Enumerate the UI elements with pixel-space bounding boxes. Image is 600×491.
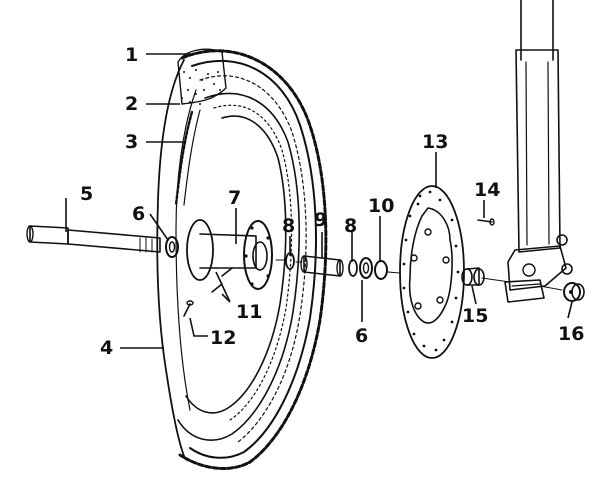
disc-bolt-14	[477, 218, 495, 226]
callout-2: 2	[125, 93, 138, 115]
callout-11: 11	[236, 301, 262, 323]
axle	[26, 225, 161, 253]
callout-1: 1	[125, 44, 138, 66]
fork-leg	[504, 0, 573, 303]
screw-12	[183, 300, 194, 317]
tyre-stipple	[181, 69, 221, 105]
callout-10: 10	[368, 195, 394, 217]
callout-8-left: 8	[282, 215, 295, 237]
callout-15: 15	[462, 305, 488, 327]
callout-3: 3	[125, 131, 138, 153]
callout-5: 5	[80, 183, 93, 205]
axle-nut-16	[563, 282, 585, 302]
washer-8b	[348, 259, 358, 277]
leader-lines	[65, 53, 573, 349]
brake-disc	[399, 185, 465, 359]
callout-4: 4	[100, 337, 113, 359]
callout-12: 12	[210, 327, 236, 349]
callout-9: 9	[314, 209, 327, 231]
circlip-10	[374, 260, 388, 280]
callout-14: 14	[474, 179, 500, 201]
wheel	[156, 48, 328, 470]
hub	[186, 219, 273, 293]
callout-7: 7	[228, 187, 241, 209]
seal-left	[165, 236, 179, 258]
callout-8-right: 8	[344, 215, 357, 237]
callout-16: 16	[558, 323, 584, 345]
callout-6-right: 6	[355, 325, 368, 347]
seal-right-6	[359, 257, 373, 279]
callout-13: 13	[422, 131, 448, 153]
disc-holes	[402, 190, 460, 352]
callout-6-left: 6	[132, 203, 145, 225]
spacer-tube-9	[300, 255, 344, 277]
spacer-15	[461, 267, 485, 286]
